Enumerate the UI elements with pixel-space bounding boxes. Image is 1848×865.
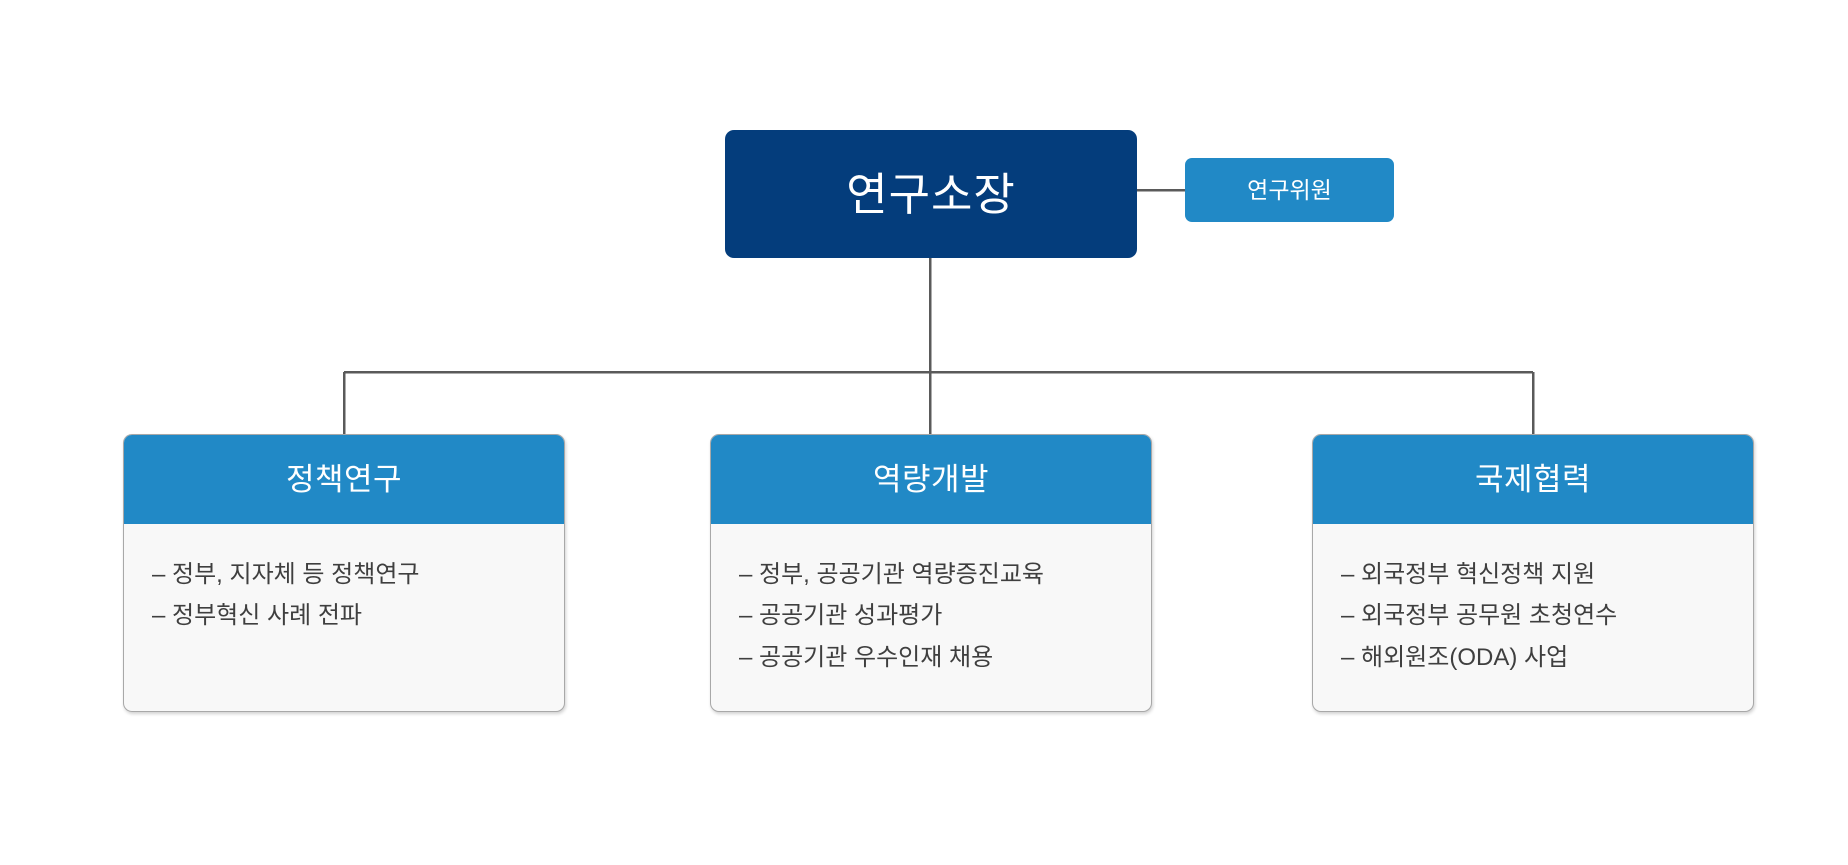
dept-card-capacity-development[interactable]: 역량개발 – 정부, 공공기관 역량증진교육 – 공공기관 성과평가 – 공공기…	[710, 434, 1152, 712]
dept-header: 국제협력	[1313, 435, 1753, 524]
dept-title: 정책연구	[285, 462, 403, 497]
node-aside-research-fellow[interactable]: 연구위원	[1185, 158, 1394, 222]
dept-body: – 외국정부 혁신정책 지원 – 외국정부 공무원 초청연수 – 해외원조(OD…	[1313, 524, 1753, 678]
dept-list-item: – 정부혁신 사례 전파	[152, 602, 362, 630]
dept-header: 역량개발	[711, 435, 1151, 524]
node-aside-label: 연구위원	[1247, 176, 1332, 203]
dept-body: – 정부, 공공기관 역량증진교육 – 공공기관 성과평가 – 공공기관 우수인…	[711, 524, 1151, 678]
dept-card-international-cooperation[interactable]: 국제협력 – 외국정부 혁신정책 지원 – 외국정부 공무원 초청연수 – 해외…	[1312, 434, 1754, 712]
dept-body: – 정부, 지자체 등 정책연구 – 정부혁신 사례 전파	[124, 524, 564, 637]
dept-list-item: – 정부, 공공기관 역량증진교육	[739, 561, 1044, 588]
node-root-label: 연구소장	[846, 168, 1016, 220]
dept-list-item: – 해외원조(ODA) 사업	[1341, 643, 1569, 671]
dept-list-item: – 외국정부 공무원 초청연수	[1341, 602, 1618, 630]
dept-list-item: – 공공기관 성과평가	[739, 602, 943, 630]
node-root[interactable]: 연구소장	[725, 130, 1137, 258]
dept-list-item: – 정부, 지자체 등 정책연구	[152, 561, 420, 588]
dept-list-item: – 외국정부 혁신정책 지원	[1341, 561, 1596, 588]
dept-title: 국제협력	[1474, 462, 1592, 497]
dept-card-policy-research[interactable]: 정책연구 – 정부, 지자체 등 정책연구 – 정부혁신 사례 전파	[123, 434, 565, 712]
dept-header: 정책연구	[124, 435, 564, 524]
dept-title: 역량개발	[872, 462, 990, 497]
dept-list-item: – 공공기관 우수인재 채용	[739, 643, 994, 671]
